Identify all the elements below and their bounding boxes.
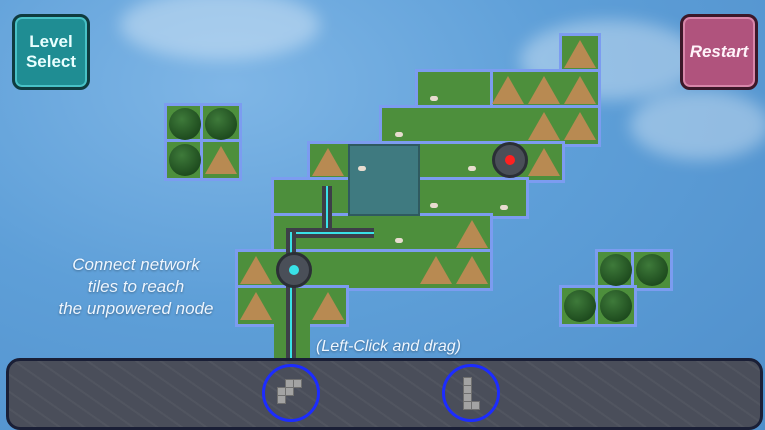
- network-wire: [292, 232, 374, 234]
- grass-tile: [418, 72, 490, 108]
- piece-cell: [471, 401, 480, 410]
- tree-icon: [205, 108, 237, 140]
- mountain-icon: [492, 76, 524, 104]
- piece-tray: [6, 358, 763, 430]
- tree-icon: [600, 254, 632, 286]
- sheep-icon: [430, 203, 438, 208]
- hint-line-1: Connect network: [72, 255, 200, 274]
- network-wire: [290, 232, 292, 358]
- mountain-icon: [456, 256, 488, 284]
- mountain-icon: [312, 148, 344, 176]
- tray-slot-s-piece[interactable]: [262, 364, 320, 422]
- restart-button[interactable]: Restart: [680, 14, 758, 90]
- mountain-icon: [420, 256, 452, 284]
- piece-cell: [277, 395, 286, 404]
- tree-icon: [564, 290, 596, 322]
- sheep-icon: [430, 96, 438, 101]
- mountain-icon: [240, 292, 272, 320]
- level-select-button[interactable]: Level Select: [12, 14, 90, 90]
- sheep-icon: [358, 166, 366, 171]
- tutorial-hint: Connect network tiles to reach the unpow…: [36, 254, 236, 320]
- grass-tile: [382, 108, 598, 144]
- level-select-label: Level Select: [25, 32, 77, 71]
- unpowered-node: [492, 142, 528, 178]
- tree-icon: [636, 254, 668, 286]
- network-wire: [326, 186, 328, 228]
- restart-label: Restart: [689, 42, 749, 61]
- tree-icon: [600, 290, 632, 322]
- mountain-icon: [564, 76, 596, 104]
- tree-icon: [169, 108, 201, 140]
- hint-line-3: the unpowered node: [58, 299, 214, 318]
- piece-cell: [285, 387, 294, 396]
- mountain-icon: [528, 148, 560, 176]
- water-tile: [348, 144, 420, 216]
- mountain-icon: [205, 146, 237, 174]
- powered-node: [276, 252, 312, 288]
- tray-slot-l-piece[interactable]: [442, 364, 500, 422]
- sheep-icon: [468, 166, 476, 171]
- mountain-icon: [528, 76, 560, 104]
- mountain-icon: [564, 112, 596, 140]
- mountain-icon: [456, 220, 488, 248]
- tree-icon: [169, 144, 201, 176]
- drag-hint: (Left-Click and drag): [316, 338, 461, 355]
- cloud: [630, 90, 765, 160]
- piece-cell: [293, 379, 302, 388]
- mountain-icon: [528, 112, 560, 140]
- mountain-icon: [312, 292, 344, 320]
- sheep-icon: [395, 132, 403, 137]
- cloud: [120, 0, 320, 60]
- mountain-icon: [564, 40, 596, 68]
- sheep-icon: [395, 238, 403, 243]
- hint-line-2: tiles to reach: [87, 277, 185, 296]
- sheep-icon: [500, 205, 508, 210]
- mountain-icon: [240, 256, 272, 284]
